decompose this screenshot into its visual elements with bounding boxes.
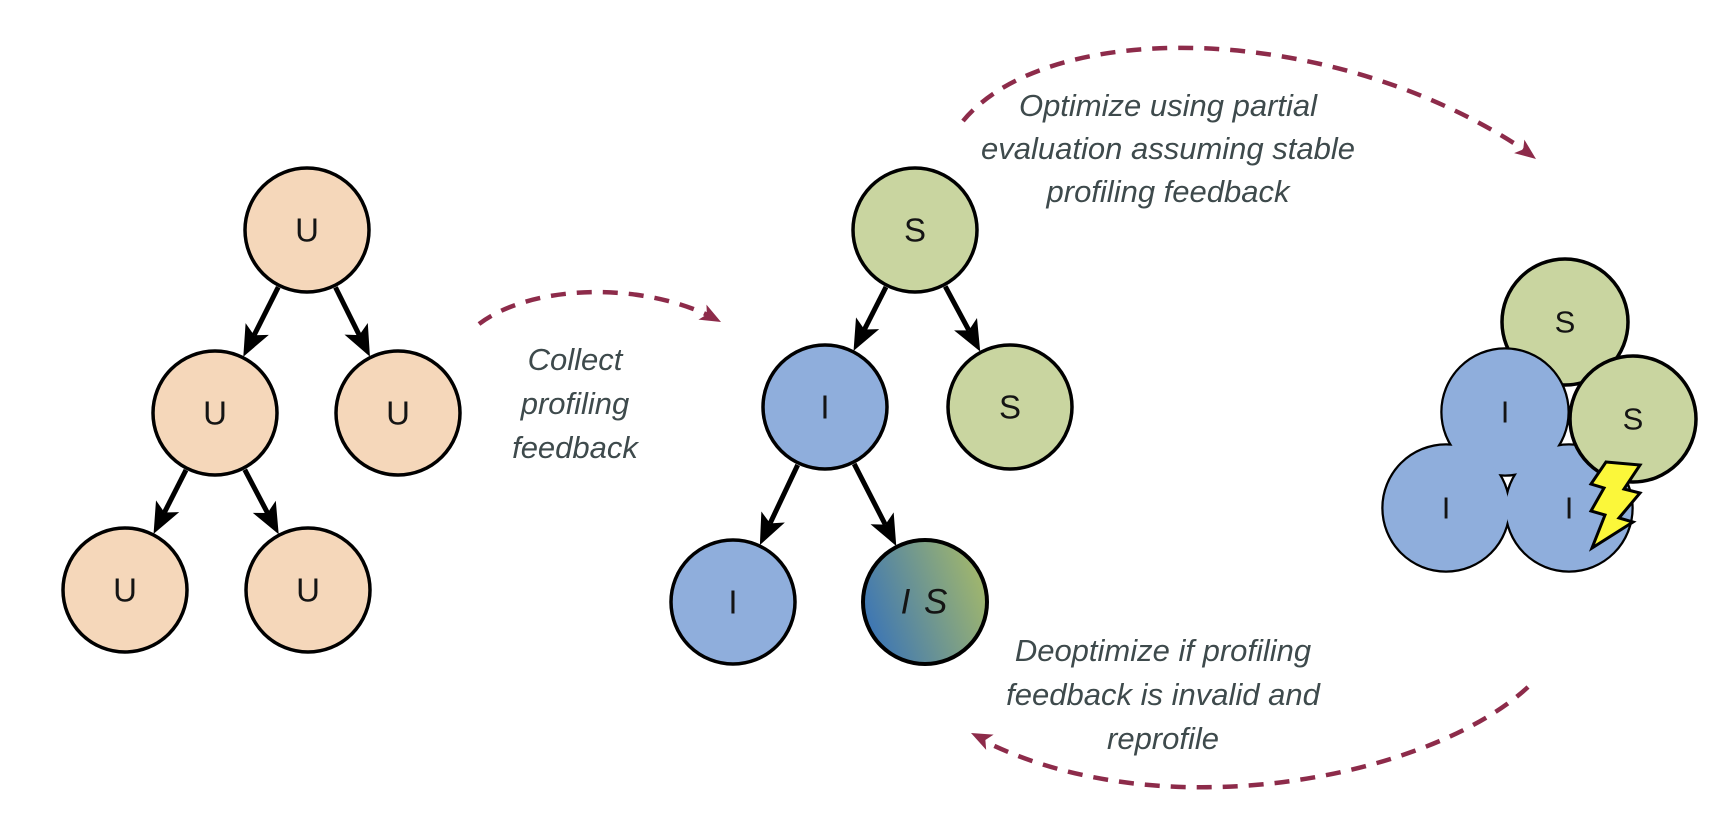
node-label: S — [1555, 305, 1576, 340]
node-label: S — [904, 212, 926, 249]
node-circle-u — [334, 349, 462, 477]
collect-arrow-curve — [477, 289, 713, 326]
unoptimized-tree: U U U U U — [61, 166, 462, 654]
tree-edge-line — [851, 462, 888, 526]
collect-arrow-head — [698, 304, 721, 322]
tree-edge-arrowhead — [853, 317, 880, 351]
cluster-circle-i-fill — [1383, 445, 1509, 571]
node-circle-u — [151, 349, 279, 477]
tree-edge-arrowhead — [759, 511, 785, 546]
optimize-arrow — [961, 45, 1536, 159]
tree-edge-line — [943, 285, 972, 332]
tree-edge-line — [251, 286, 281, 337]
node-label: U — [296, 572, 320, 609]
node-label: I — [1565, 491, 1574, 526]
tree-edge-arrowhead — [344, 323, 370, 357]
optimize-label-line: profiling feedback — [1046, 174, 1291, 209]
tree-edge-line — [242, 468, 270, 515]
deoptimize-arrow-curve — [985, 685, 1530, 790]
cluster-circle-i-fill — [1442, 349, 1568, 475]
collect-label-line: Collect — [528, 342, 624, 377]
collect-label-line: profiling — [520, 386, 630, 421]
node-circle-u — [243, 166, 371, 294]
node-label: I — [820, 389, 829, 426]
node-circle-s — [946, 343, 1074, 471]
deoptimize-arrow — [971, 685, 1530, 790]
deoptimize-arrow-head — [971, 733, 994, 750]
node-circle-u — [61, 526, 189, 654]
optimize-arrow-head — [1514, 139, 1536, 159]
optimized-cluster: S I I I S — [1381, 257, 1698, 573]
optimize-label: Optimize using partial evaluation assumin… — [981, 88, 1355, 209]
node-label: S — [999, 389, 1021, 426]
node-label: U — [113, 572, 137, 609]
node-label: S — [1623, 402, 1644, 437]
node-label: I — [1442, 491, 1451, 526]
node-circle-i — [761, 343, 889, 471]
node-label: U — [386, 395, 410, 432]
tree-edge-arrowhead — [870, 512, 897, 546]
profiled-tree: S I S I I S — [669, 166, 1074, 666]
deoptimize-label-line: reprofile — [1107, 721, 1219, 756]
tree-edge-arrowhead — [252, 500, 279, 535]
tree-edge-arrowhead — [243, 323, 269, 357]
node-label: I — [728, 584, 737, 621]
collect-label-line: feedback — [512, 430, 639, 465]
deoptimize-label: Deoptimize if profiling feedback is inval… — [1006, 633, 1321, 756]
tree-edge-arrowhead — [153, 500, 180, 534]
node-label: I S — [901, 583, 950, 622]
node-label: I — [1501, 395, 1510, 430]
cluster-circle-s-front — [1568, 354, 1698, 484]
collect-label: Collect profiling feedback — [512, 342, 639, 465]
tree-edge-line — [767, 463, 800, 525]
tree-edge-line — [862, 285, 889, 331]
cluster-circle-s-back — [1500, 257, 1630, 387]
tree-edge-line — [333, 286, 362, 337]
node-circle-u — [244, 526, 372, 654]
collect-arrow — [477, 289, 721, 326]
optimize-label-line: Optimize using partial — [1019, 88, 1318, 123]
node-label: U — [203, 395, 227, 432]
tree-edge-line — [162, 468, 189, 514]
deoptimize-label-line: Deoptimize if profiling — [1015, 633, 1311, 668]
node-circle-s — [851, 166, 979, 294]
node-label: U — [295, 212, 319, 249]
node-circle-i — [669, 538, 797, 666]
optimize-label-line: evaluation assuming stable — [981, 131, 1355, 166]
deoptimize-label-line: feedback is invalid and — [1006, 677, 1321, 712]
node-circle-is — [861, 538, 989, 666]
optimize-arrow-curve — [961, 45, 1528, 153]
deoptimization-bolt-icon — [1588, 460, 1643, 552]
tree-edge-arrowhead — [954, 318, 981, 352]
